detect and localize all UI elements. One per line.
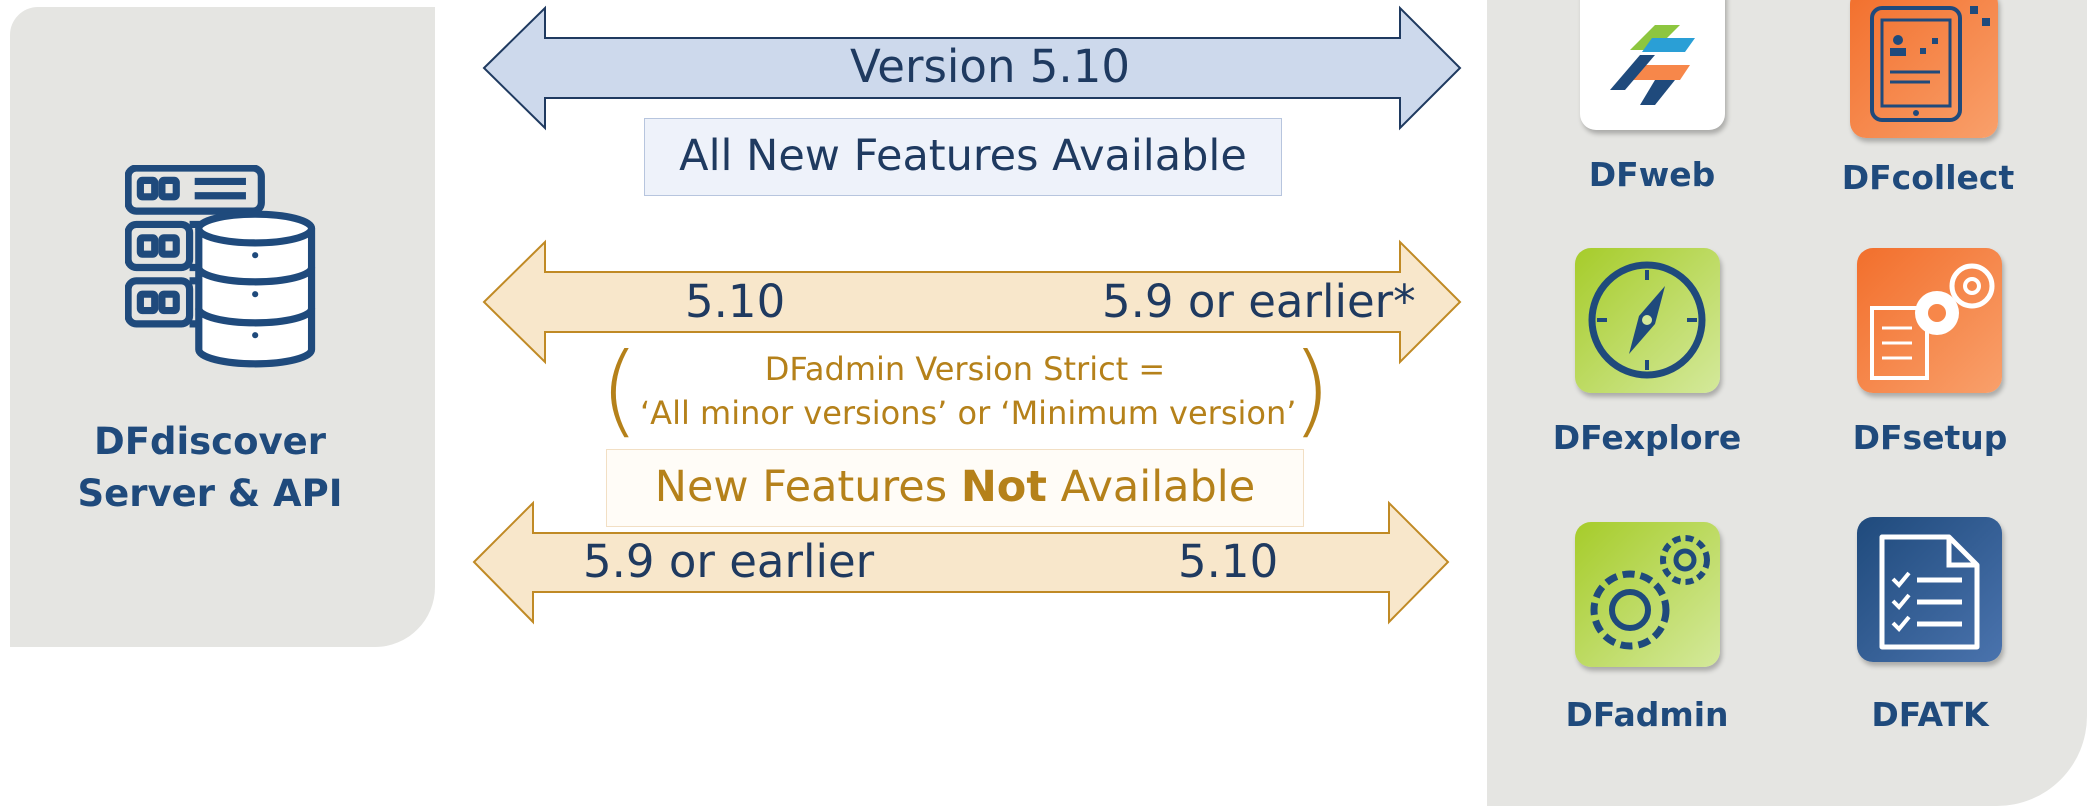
all-features-box: All New Features Available bbox=[644, 118, 1282, 196]
top-double-arrow bbox=[482, 5, 1462, 131]
app-label-dfatk: DFATK bbox=[1871, 695, 1989, 734]
middle-arrow-right-label: 5.9 or earlier* bbox=[1102, 275, 1416, 328]
strict-note-line1: DFadmin Version Strict = bbox=[764, 350, 1166, 388]
dfweb-logo-icon bbox=[1580, 0, 1725, 130]
left-bracket: ( bbox=[600, 331, 640, 448]
compass-icon bbox=[1575, 248, 1720, 393]
bottom-double-arrow bbox=[472, 500, 1450, 625]
app-label-dfweb: DFweb bbox=[1588, 155, 1716, 194]
app-label-dfcollect: DFcollect bbox=[1841, 158, 2015, 197]
compatibility-arrows bbox=[472, 5, 1462, 625]
not-available-after: Available bbox=[1046, 462, 1256, 512]
app-label-dfexplore: DFexplore bbox=[1552, 418, 1742, 457]
middle-double-arrow bbox=[482, 239, 1462, 365]
strict-note-line2: ‘All minor versions’ or ‘Minimum version… bbox=[640, 394, 1297, 432]
bottom-arrow-right-label: 5.10 bbox=[1178, 535, 1279, 588]
app-label-dfsetup: DFsetup bbox=[1852, 418, 2008, 457]
bottom-arrow-left-label: 5.9 or earlier bbox=[583, 535, 875, 588]
tablet-form-icon bbox=[1850, 0, 1998, 138]
middle-arrow-left-label: 5.10 bbox=[685, 275, 786, 328]
not-available-box: New Features Not Available bbox=[606, 449, 1304, 527]
app-label-dfadmin: DFadmin bbox=[1565, 695, 1729, 734]
top-arrow-label: Version 5.10 bbox=[850, 40, 1130, 93]
not-available-before: New Features bbox=[654, 462, 961, 512]
server-label-line2: Server & API bbox=[77, 472, 343, 515]
gear-document-icon bbox=[1857, 248, 2002, 393]
not-available-bold: Not bbox=[960, 462, 1047, 512]
server-database-icon bbox=[125, 165, 316, 368]
right-bracket: ) bbox=[1292, 331, 1332, 448]
server-label-line1: DFdiscover bbox=[94, 420, 326, 463]
checklist-document-icon bbox=[1857, 517, 2002, 662]
gears-icon bbox=[1575, 522, 1720, 667]
